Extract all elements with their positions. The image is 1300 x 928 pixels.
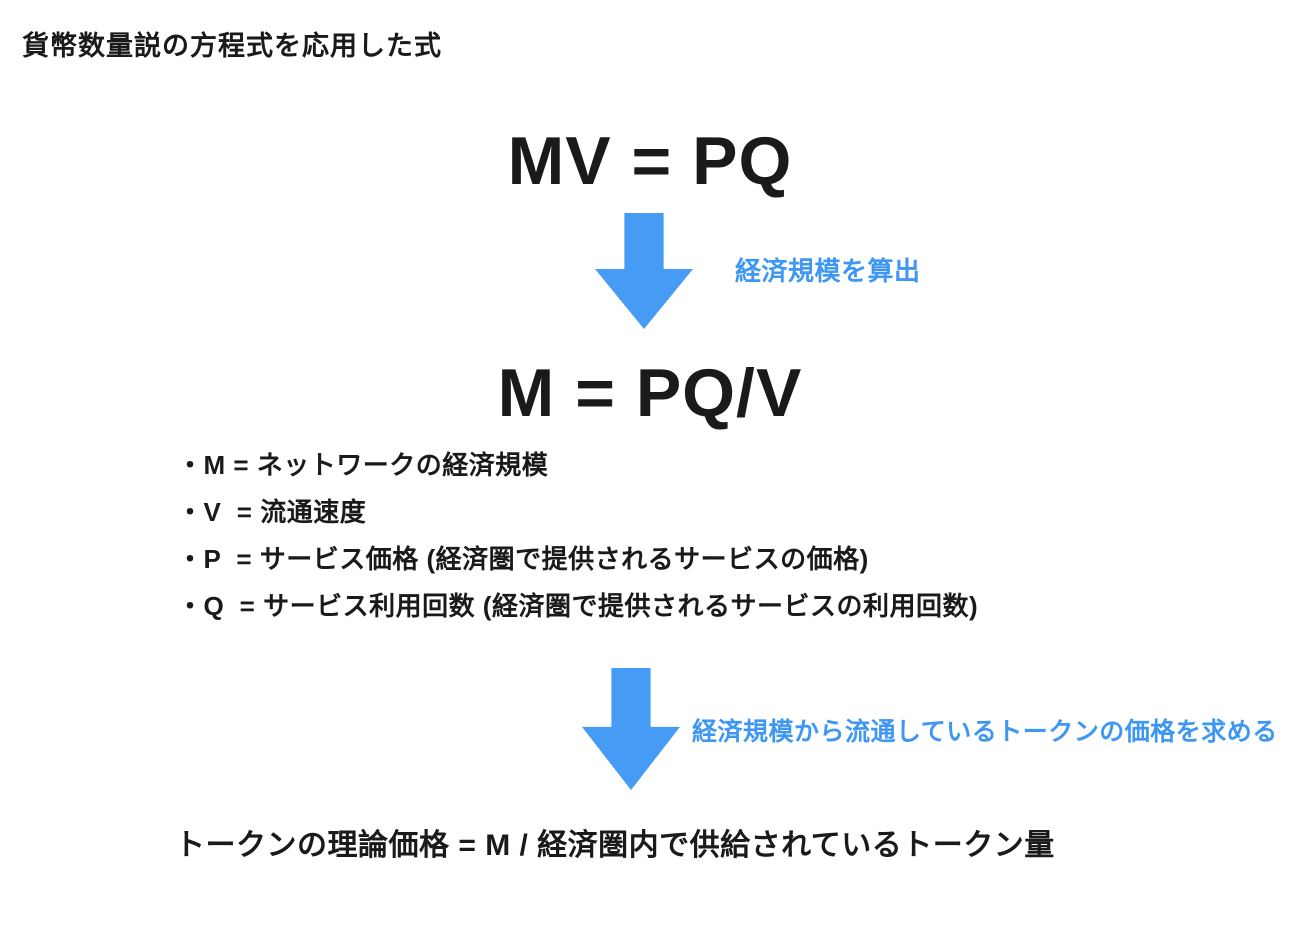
formula-token-theoretical-price: トークンの理論価格 = M / 経済圏内で供給されているトークン量 [175,829,1055,862]
variable-definitions-list: ・M = ネットワークの経済規模 ・V = 流通速度 ・P = サービス価格 (… [177,442,978,630]
definition-v: ・V = 流通速度 [177,497,367,527]
formula-m-pqv: M = PQ/V [497,355,803,431]
down-arrow-icon [595,213,693,329]
page-title: 貨幣数量説の方程式を応用した式 [22,31,442,61]
definition-q: ・Q = サービス利用回数 (経済圏で提供されるサービスの利用回数) [177,591,979,621]
definition-m: ・M = ネットワークの経済規模 [177,450,549,480]
definition-p: ・P = サービス価格 (経済圏で提供されるサービスの価格) [177,544,869,574]
down-arrow-icon [582,668,680,790]
arrow-label-token-price: 経済規模から流通しているトークンの価格を求める [692,718,1278,746]
arrow-label-calc-economy: 経済規模を算出 [735,256,921,286]
formula-mv-pq: MV = PQ [507,123,793,199]
